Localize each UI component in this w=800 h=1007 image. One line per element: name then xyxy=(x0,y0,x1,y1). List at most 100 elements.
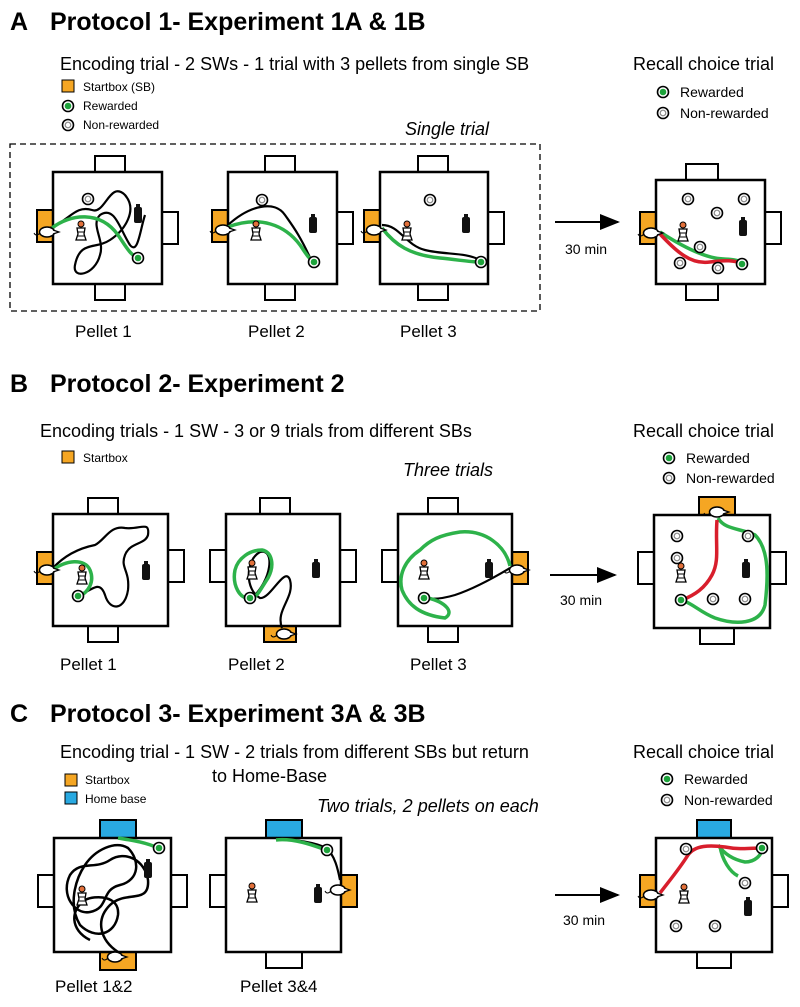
non-rewarded-well-icon xyxy=(711,261,725,275)
legend-label-non-rewarded: Non-rewarded xyxy=(684,792,773,808)
non-rewarded-well-icon xyxy=(660,793,674,807)
non-rewarded-well-icon xyxy=(681,192,695,206)
section-title: Protocol 2- Experiment 2 xyxy=(50,370,345,398)
arrow-label: 30 min xyxy=(563,912,605,928)
rewarded-well-icon xyxy=(71,589,85,603)
arena-recall-a xyxy=(637,163,782,301)
legend-label-rewarded: Rewarded xyxy=(680,84,744,100)
arena-a1 xyxy=(33,155,179,301)
green-path xyxy=(399,530,512,620)
pellet-label: Pellet 1 xyxy=(75,322,132,341)
pellet-label: Pellet 3 xyxy=(400,322,457,341)
arena-b3 xyxy=(381,497,530,643)
rewarded-well-icon xyxy=(320,843,334,857)
black-path xyxy=(49,190,147,275)
pellet-label: Pellet 3 xyxy=(410,655,467,674)
section-subtitle: to Home-Base xyxy=(212,766,327,786)
rewarded-well-icon xyxy=(474,255,488,269)
section-c: C Protocol 3- Experiment 3A & 3B Encodin… xyxy=(10,700,789,996)
section-title: Protocol 1- Experiment 1A & 1B xyxy=(50,8,426,36)
home-base xyxy=(99,819,137,839)
section-letter: C xyxy=(10,700,28,728)
arrow-label: 30 min xyxy=(560,592,602,608)
non-rewarded-well-icon xyxy=(669,919,683,933)
non-rewarded-well-icon xyxy=(656,106,670,120)
legend: Startbox (SB) Rewarded Non-rewarded xyxy=(61,79,159,132)
arena-a2 xyxy=(209,155,354,301)
legend-label-rewarded: Rewarded xyxy=(684,771,748,787)
section-b: B Protocol 2- Experiment 2 Encoding tria… xyxy=(10,370,787,674)
black-path xyxy=(65,843,150,954)
black-path xyxy=(381,223,481,261)
black-path xyxy=(52,525,150,608)
legend: Startbox xyxy=(61,450,128,465)
section-a: A Protocol 1- Experiment 1A & 1B Encodin… xyxy=(9,8,782,341)
non-rewarded-well-icon xyxy=(662,471,676,485)
pellet-label: Pellet 1&2 xyxy=(55,977,133,996)
startbox-swatch xyxy=(61,79,75,93)
trial-label: Single trial xyxy=(405,119,490,139)
rewarded-well-icon xyxy=(307,255,321,269)
rewarded-well-icon xyxy=(735,257,749,271)
trial-label: Two trials, 2 pellets on each xyxy=(317,796,539,816)
single-trial-box xyxy=(9,143,541,312)
section-subtitle: Encoding trials - 1 SW - 3 or 9 trials f… xyxy=(40,421,472,441)
legend-label-non-rewarded: Non-rewarded xyxy=(680,105,769,121)
legend-label-rewarded: Rewarded xyxy=(83,99,138,113)
non-rewarded-well-icon xyxy=(737,192,751,206)
red-path xyxy=(658,844,763,895)
black-path xyxy=(247,550,292,629)
non-rewarded-well-icon xyxy=(423,193,437,207)
arena-b1 xyxy=(33,497,185,643)
legend-label-startbox: Startbox (SB) xyxy=(83,80,155,94)
startbox-swatch xyxy=(64,773,78,787)
non-rewarded-well-icon xyxy=(61,118,75,132)
arena-c1 xyxy=(37,819,188,971)
non-rewarded-well-icon xyxy=(670,529,684,543)
black-path xyxy=(227,205,314,263)
section-title: Protocol 3- Experiment 3A & 3B xyxy=(50,700,426,728)
arena-a3 xyxy=(360,155,505,301)
pellet-label: Pellet 1 xyxy=(60,655,117,674)
rewarded-well-icon xyxy=(660,772,674,786)
legend-label-startbox: Startbox xyxy=(85,773,130,787)
section-letter: A xyxy=(10,8,28,36)
legend: Startbox Home base xyxy=(64,773,147,806)
recall-legend: Rewarded Non-rewarded xyxy=(662,450,775,486)
section-subtitle: Encoding trial - 2 SWs - 1 trial with 3 … xyxy=(60,54,529,74)
non-rewarded-well-icon xyxy=(738,876,752,890)
startbox-swatch xyxy=(61,450,75,464)
rewarded-well-icon xyxy=(656,85,670,99)
home-base-swatch xyxy=(64,791,78,805)
arena-recall-b xyxy=(637,496,787,645)
trial-label: Three trials xyxy=(403,460,493,480)
non-rewarded-well-icon xyxy=(706,592,720,606)
arrow-label: 30 min xyxy=(565,241,607,257)
non-rewarded-well-icon xyxy=(738,592,752,606)
rewarded-well-icon xyxy=(662,451,676,465)
recall-title: Recall choice trial xyxy=(633,421,774,441)
green-path xyxy=(232,548,274,600)
rewarded-well-icon xyxy=(417,591,431,605)
arena-c2 xyxy=(209,819,358,969)
arena-b2 xyxy=(209,497,357,643)
non-rewarded-well-icon xyxy=(741,529,755,543)
non-rewarded-well-icon xyxy=(673,256,687,270)
pellet-label: Pellet 2 xyxy=(248,322,305,341)
recall-title: Recall choice trial xyxy=(633,742,774,762)
non-rewarded-well-icon xyxy=(255,193,269,207)
green-path xyxy=(227,220,316,264)
red-path xyxy=(658,232,743,266)
rewarded-well-icon xyxy=(152,841,166,855)
pellet-label: Pellet 3&4 xyxy=(240,977,318,996)
home-base xyxy=(696,819,732,839)
legend-label-non-rewarded: Non-rewarded xyxy=(83,118,159,132)
legend-label-home-base: Home base xyxy=(85,792,147,806)
rewarded-well-icon xyxy=(755,841,769,855)
non-rewarded-well-icon xyxy=(81,192,95,206)
legend-label-non-rewarded: Non-rewarded xyxy=(686,470,775,486)
non-rewarded-well-icon xyxy=(710,206,724,220)
green-path xyxy=(681,516,769,624)
section-subtitle: Encoding trial - 1 SW - 2 trials from di… xyxy=(60,742,529,762)
